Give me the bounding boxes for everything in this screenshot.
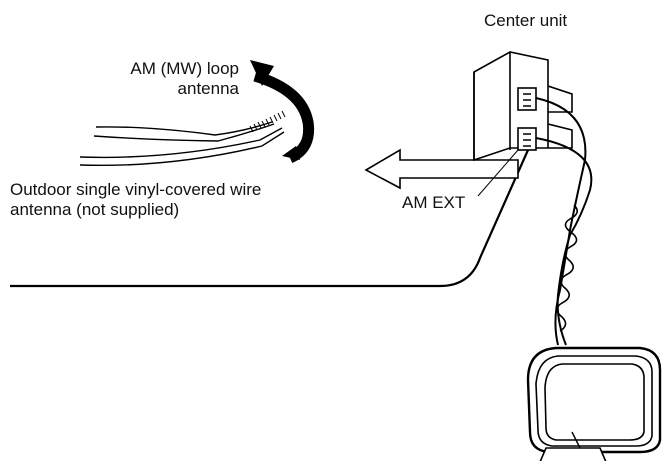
outdoor-wire-upper-left-2	[79, 131, 285, 167]
am-loop-antenna-label-line2: antenna	[177, 79, 239, 98]
outdoor-wire	[10, 149, 530, 288]
am-loop-antenna	[526, 346, 662, 461]
center-unit-label: Center unit	[484, 11, 568, 30]
loop-antenna-wire-lower	[93, 123, 275, 142]
outdoor-antenna-label-line2: antenna (not supplied)	[10, 200, 180, 219]
insert-direction-arrow	[364, 148, 519, 190]
am-loop-antenna-label-line1: AM (MW) loop	[130, 59, 239, 78]
rotation-arrow	[250, 60, 315, 164]
outdoor-antenna-label-line1: Outdoor single vinyl-covered wire	[10, 180, 262, 199]
am-ext-label: AM EXT	[402, 193, 466, 212]
am-ext-leader	[477, 149, 519, 197]
center-unit-terminal	[473, 51, 573, 162]
twisted-wire-end	[249, 110, 286, 133]
outdoor-wire-upper-left	[79, 127, 283, 159]
loop-antenna-wire-upper	[95, 121, 273, 136]
twisted-pair-twists	[556, 204, 578, 332]
